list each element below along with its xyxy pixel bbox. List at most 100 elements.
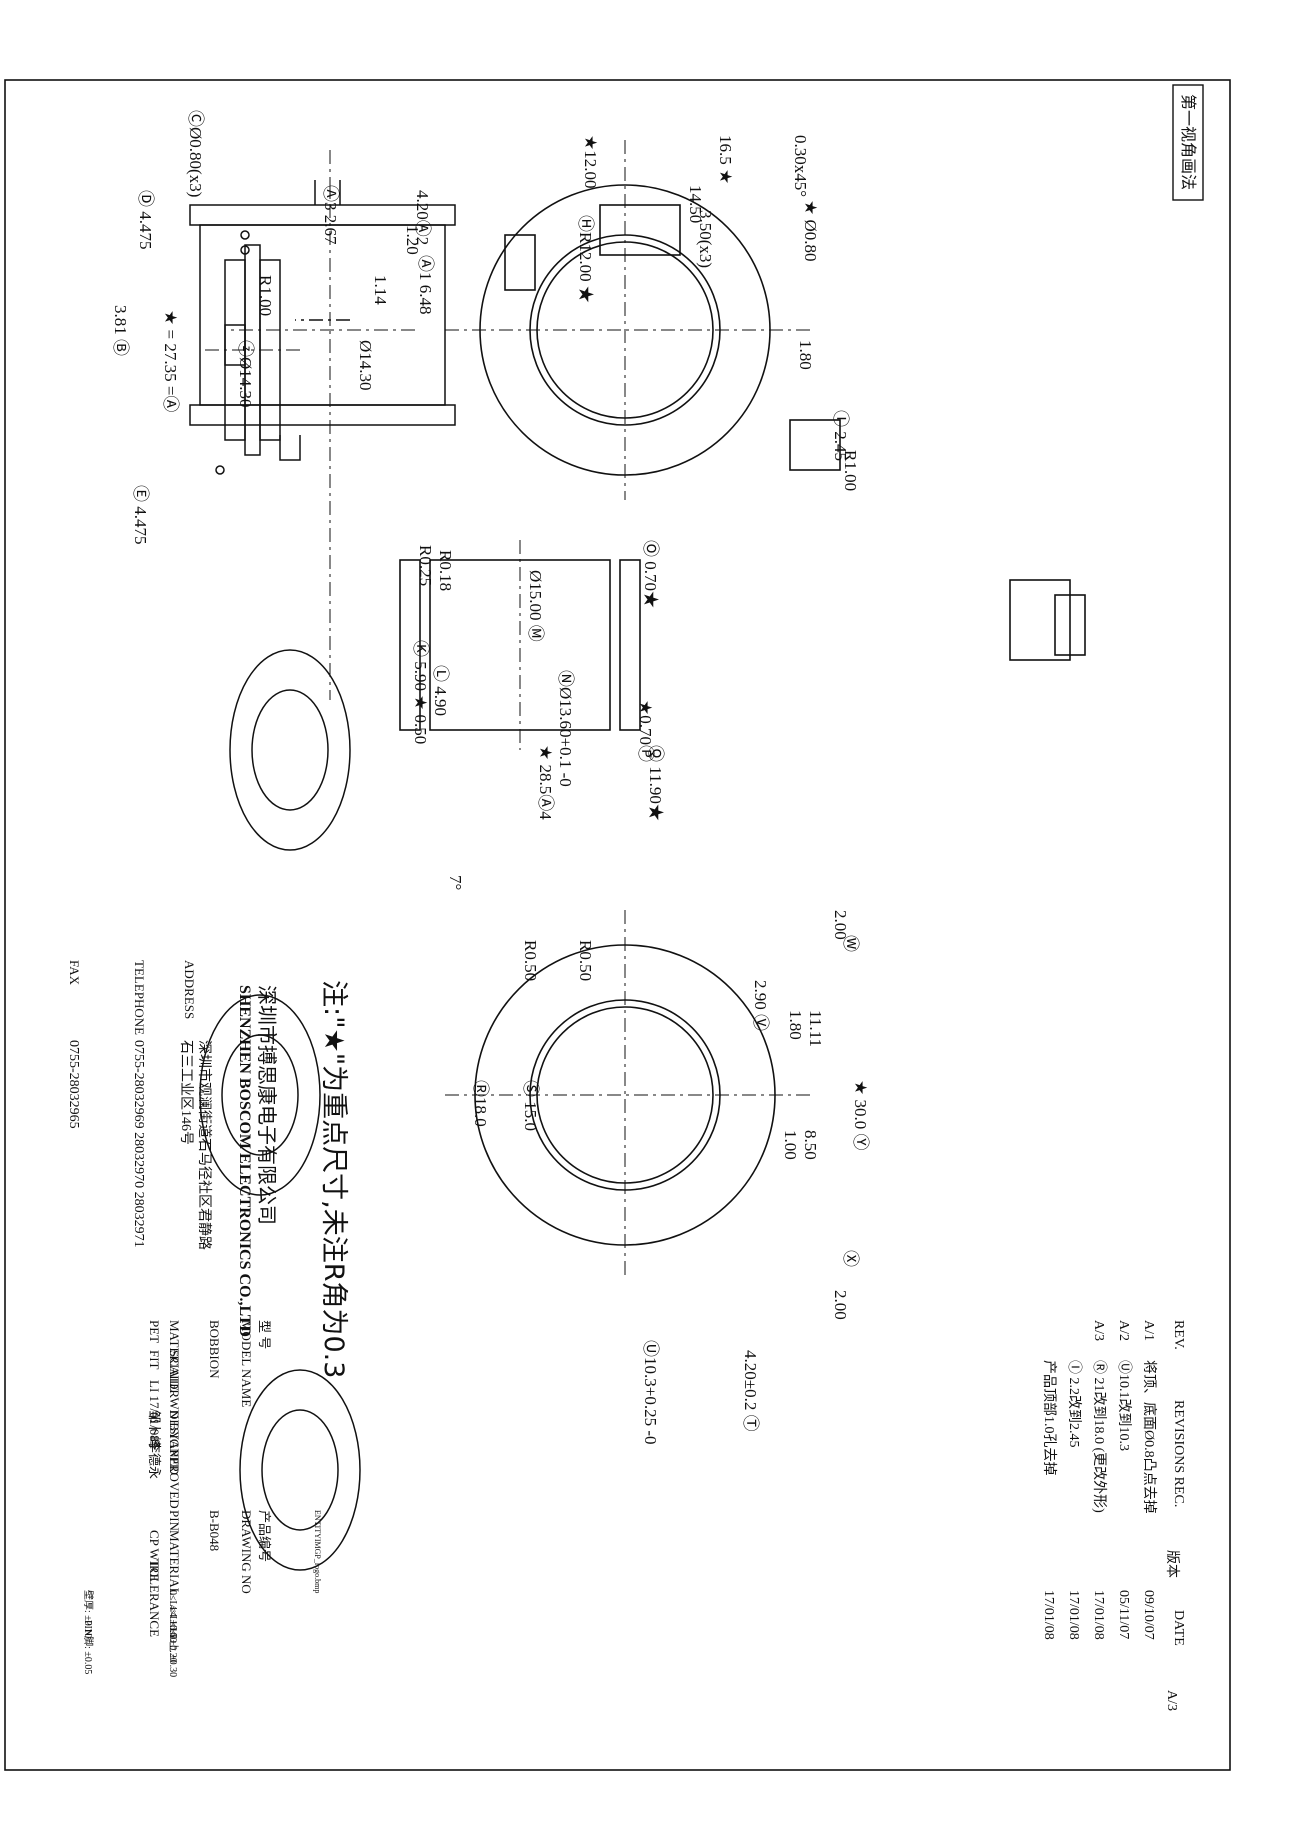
svg-text:★ 30.0 Ⓨ: ★ 30.0 Ⓨ [851, 1080, 870, 1151]
svg-text:R1.00: R1.00 [841, 450, 860, 491]
svg-text:DESIGNED: DESIGNED [167, 1410, 182, 1475]
svg-text:R0.50: R0.50 [576, 940, 595, 981]
svg-text:1.14: 1.14 [371, 275, 390, 305]
view-method-box: 第一视角画法 [1172, 84, 1204, 201]
svg-text:Ⓘ 2.45: Ⓘ 2.45 [831, 410, 850, 461]
svg-text:MODEL NAME: MODEL NAME [239, 1320, 254, 1407]
svg-text:PIN: PIN [167, 1510, 182, 1532]
svg-text:Ⓤ10.1改到10.3: Ⓤ10.1改到10.3 [1116, 1360, 1132, 1451]
svg-text:Ⓦ: Ⓦ [841, 935, 860, 952]
svg-text:Ⓧ: Ⓧ [841, 1250, 860, 1267]
svg-text:ⒽR12.00 ★: ⒽR12.00 ★ [576, 215, 595, 303]
svg-text:A/1: A/1 [1141, 1320, 1156, 1341]
svg-text:Ⓞ 0.70★: Ⓞ 0.70★ [641, 540, 660, 608]
view-section [399, 540, 1086, 750]
svg-text:0≤L≤4 ±0.10: 0≤L≤4 ±0.10 [167, 1590, 178, 1643]
view-side-right [205, 230, 300, 475]
svg-text:Ⓢ 15.0: Ⓢ 15.0 [521, 1080, 540, 1131]
svg-text:7°: 7° [446, 875, 465, 890]
svg-text:TOLERANCE: TOLERANCE [147, 1560, 162, 1637]
outer-border [4, 79, 1231, 1771]
revisions-table: 版本 A/3 REV. REVISIONS REC. DATE A/1 将顶、底… [1041, 1320, 1186, 1711]
svg-text:★ 0.50: ★ 0.50 [411, 695, 430, 744]
view-method-label: 第一视角画法 [1179, 94, 1198, 190]
view-bottom-plan [440, 910, 810, 1280]
svg-text:SCALE: SCALE [167, 1350, 182, 1391]
svg-text:0755-28032965: 0755-28032965 [66, 1040, 81, 1129]
svg-text:R0.50: R0.50 [521, 940, 540, 981]
svg-text:产品顶部1.0孔去掉: 产品顶部1.0孔去掉 [1041, 1360, 1057, 1476]
svg-text:3.50(x3): 3.50(x3) [696, 210, 715, 268]
svg-text:石三工业区146号: 石三工业区146号 [178, 1040, 194, 1145]
svg-text:0.30x45°: 0.30x45° [791, 135, 810, 197]
svg-text:DATE: DATE [1171, 1610, 1186, 1646]
svg-text:将顶、底面Ø0.8凸点去掉: 将顶、底面Ø0.8凸点去掉 [1141, 1360, 1157, 1514]
svg-text:★ 28.5Ⓐ4: ★ 28.5Ⓐ4 [536, 745, 555, 820]
svg-text:09/10/07: 09/10/07 [1141, 1590, 1156, 1640]
svg-text:ADDRESS: ADDRESS [182, 960, 197, 1019]
svg-text:Ø15.00 Ⓜ: Ø15.00 Ⓜ [526, 570, 545, 642]
svg-text:ⒸØ0.80(x3): ⒸØ0.80(x3) [186, 110, 205, 197]
svg-text:李德永: 李德永 [147, 1440, 162, 1479]
svg-text:★12.00: ★12.00 [581, 135, 600, 189]
svg-text:ⓃØ13.60+0.1 -0: ⓃØ13.60+0.1 -0 [556, 670, 575, 787]
svg-text:1.80: 1.80 [786, 1010, 805, 1040]
svg-text:05/11/07: 05/11/07 [1116, 1590, 1131, 1639]
svg-text:Ⓓ 4.475: Ⓓ 4.475 [136, 190, 155, 250]
svg-text:MATERIAL: MATERIAL [167, 1320, 182, 1386]
company-block: 深圳市搏思康电子有限公司 SHENZHEN BOSCOM ELECTRONICS… [66, 960, 278, 1337]
svg-text:LI 17/01/08: LI 17/01/08 [147, 1380, 162, 1442]
svg-text:Ⓡ 21改到18.0 (更改外形): Ⓡ 21改到18.0 (更改外形) [1091, 1360, 1107, 1513]
svg-text:Ⓘ 2.2改到2.45: Ⓘ 2.2改到2.45 [1066, 1360, 1082, 1448]
svg-text:FIT: FIT [147, 1350, 162, 1370]
svg-text:PET: PET [147, 1320, 162, 1343]
key-dimension-note: 注:"★"为重点尺寸,未注R角为0.3 [318, 980, 349, 1378]
svg-text:0755-28032969 28032970 280: 0755-28032969 28032970 28032971 [131, 1040, 146, 1248]
svg-text:DRWN BY: DRWN BY [167, 1380, 182, 1441]
svg-text:★ = 27.35 =Ⓐ: ★ = 27.35 =Ⓐ [161, 310, 180, 412]
svg-text:壁厚: ±0.10: 壁厚: ±0.10 [82, 1590, 95, 1638]
view-bottom-plan-dims: 2.00 2.00 R0.50 R0.50 2.90 Ⓥ 11.11 1.80 … [471, 910, 870, 1445]
view-main-plan-dims: 16.5 ★ ★12.00 14.50 3.50(x3) 0.30x45° ★ … [576, 135, 860, 491]
svg-text:Ⓠ 11.90★: Ⓠ 11.90★ [646, 745, 665, 821]
svg-text:ENTITYIMGP_logo.bmp: ENTITYIMGP_logo.bmp [313, 1510, 322, 1593]
svg-text:型 号: 型 号 [257, 1320, 272, 1349]
svg-text:14.50: 14.50 [686, 185, 705, 223]
svg-text:深圳市观澜街道石马径社区君静路: 深圳市观澜街道石马径社区君静路 [196, 1040, 213, 1250]
svg-text:REV.: REV. [1171, 1320, 1186, 1350]
svg-text:B-B048: B-B048 [207, 1510, 222, 1551]
view-top-left-dims: 4.20Ⓐ2 1.20 Ⓐ3 2.67 1.14 Ⓐ1 6.48 R1.00 Ø… [236, 185, 435, 408]
svg-text:4.20±0.2 Ⓣ: 4.20±0.2 Ⓣ [741, 1350, 760, 1432]
svg-text:CP WIRE: CP WIRE [147, 1530, 162, 1582]
svg-text:Ⓐ1 6.48: Ⓐ1 6.48 [416, 255, 435, 315]
svg-text:Ⓚ 5.90: Ⓚ 5.90 [411, 640, 430, 691]
svg-text:2.00: 2.00 [831, 1290, 850, 1320]
svg-text:版本: 版本 [1164, 1550, 1180, 1578]
svg-text:DRAWING NO: DRAWING NO [239, 1510, 254, 1594]
isometric-views [199, 649, 361, 1571]
view-top-left [189, 150, 456, 700]
svg-text:17/01/08: 17/01/08 [1091, 1590, 1106, 1640]
svg-text:Ⓛ 4.90: Ⓛ 4.90 [431, 665, 450, 716]
svg-text:★0.70Ⓟ: ★0.70Ⓟ [636, 700, 655, 762]
company-name-cn: 深圳市搏思康电子有限公司 [255, 985, 278, 1225]
svg-text:3.81 Ⓑ: 3.81 Ⓑ [111, 305, 130, 356]
svg-text:17/01/08: 17/01/08 [1041, 1590, 1056, 1640]
svg-text:R1.00: R1.00 [256, 275, 275, 316]
svg-text:Ⓐ3 2.67: Ⓐ3 2.67 [321, 185, 340, 245]
svg-text:A/3: A/3 [1164, 1690, 1179, 1711]
svg-text:2.00: 2.00 [831, 910, 850, 940]
svg-text:Ⓡ18.0: Ⓡ18.0 [471, 1080, 490, 1127]
svg-text:4<L≤16 ±0.20: 4<L≤16 ±0.20 [167, 1605, 178, 1663]
view-side-right-dims: Ⓓ 4.475 ⒸØ0.80(x3) 3.81 Ⓑ ★ = 27.35 =Ⓐ Ⓔ… [111, 110, 205, 545]
svg-text:FAX: FAX [67, 960, 82, 986]
svg-text:★ Ø0.80: ★ Ø0.80 [801, 200, 820, 262]
svg-text:8.50: 8.50 [801, 1130, 820, 1160]
svg-text:2.90 Ⓥ: 2.90 Ⓥ [751, 980, 770, 1031]
view-section-dims: Ⓞ 0.70★ Ø15.00 Ⓜ R0.18 R0.25 Ⓚ 5.90 Ⓛ 4.… [411, 540, 665, 890]
svg-text:Ø14.30: Ø14.30 [356, 340, 375, 391]
svg-text:MATERIAL: MATERIAL [167, 1530, 182, 1596]
svg-text:1.80: 1.80 [796, 340, 815, 370]
svg-text:A/2: A/2 [1116, 1320, 1131, 1341]
